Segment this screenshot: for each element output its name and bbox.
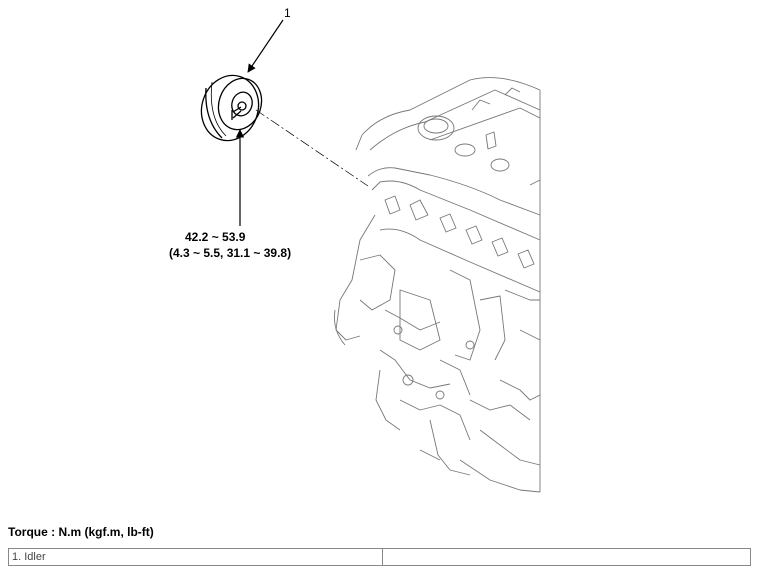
legend-item-idler: 1. Idler [8,548,383,566]
legend-empty-cell [382,548,751,566]
torque-range-alt-units: (4.3 ~ 5.5, 31.1 ~ 39.8) [169,246,292,260]
torque-range-nm: 42.2 ~ 53.9 [185,230,246,244]
table-row: 1. Idler [8,548,751,566]
idler-pulley-drawing [200,74,263,142]
engine-block-drawing [334,77,541,493]
torque-value-label: 42.2 ~ 53.9 (4.3 ~ 5.5, 31.1 ~ 39.8) [169,229,291,261]
parts-legend-table: 1. Idler [8,548,751,566]
callout-number: 1 [284,6,291,20]
callout-leader-arrow [247,19,284,73]
center-line [255,109,369,187]
torque-units-caption: Torque : N.m (kgf.m, lb-ft) [8,525,154,539]
engine-idler-diagram [200,19,541,493]
